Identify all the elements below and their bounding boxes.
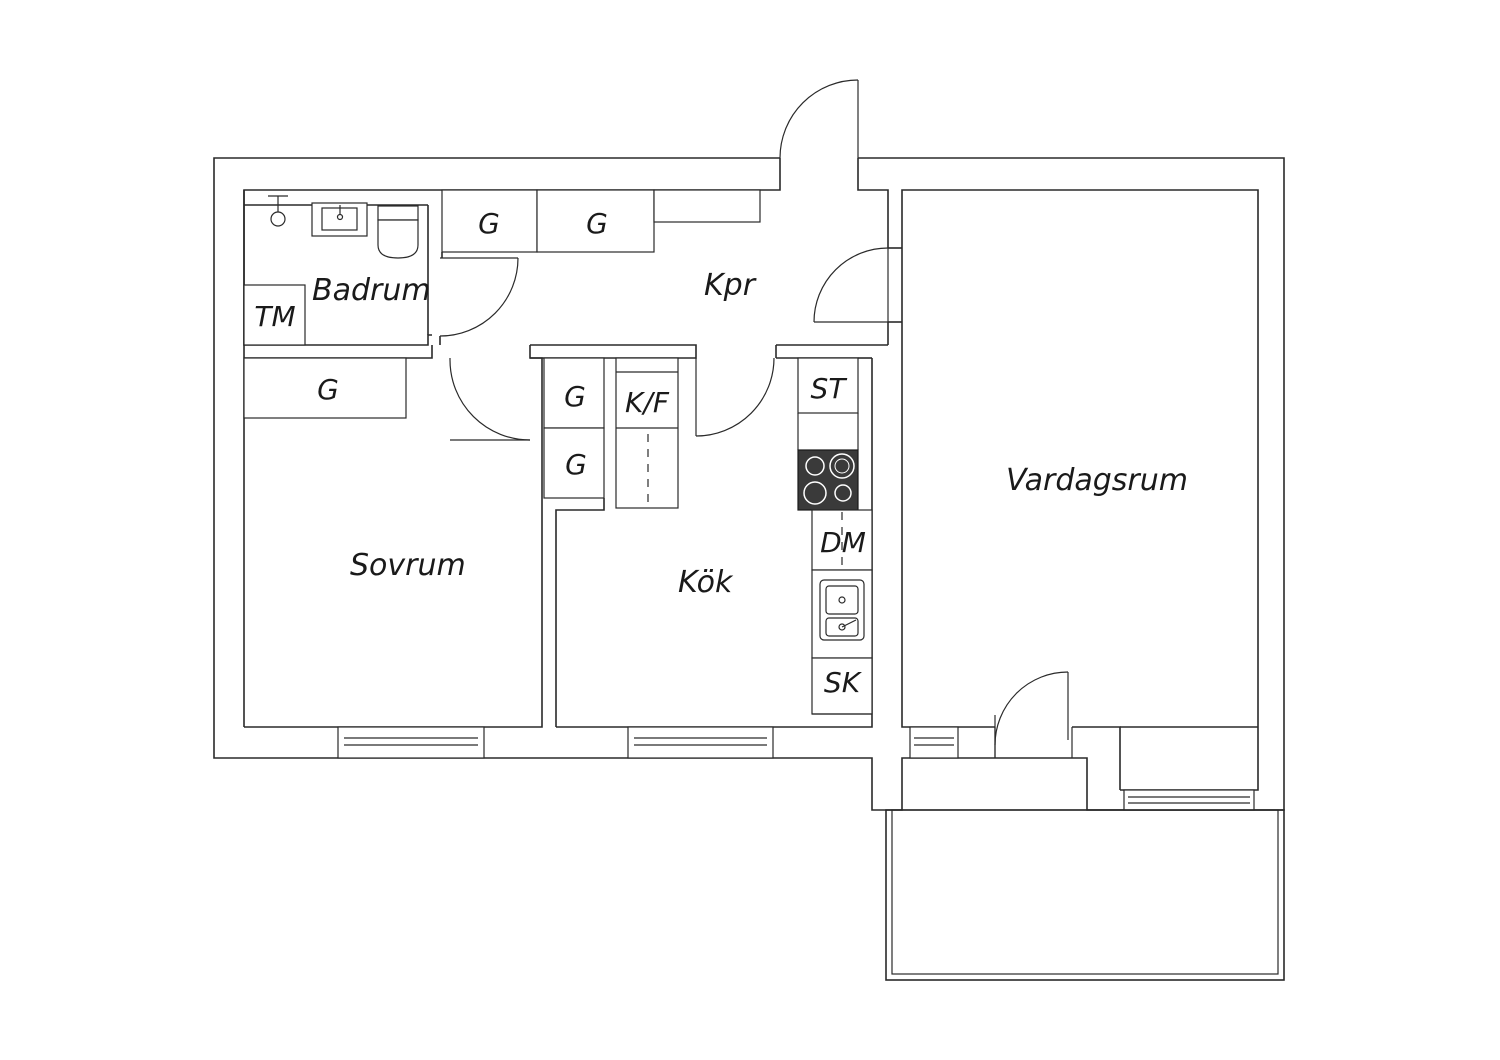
hall-cabinets [441, 189, 761, 258]
storage-label: ST [811, 372, 848, 405]
room-label-sovrum: Sovrum [350, 548, 466, 583]
room-label-kok: Kök [678, 565, 734, 600]
windows [337, 726, 1255, 811]
wardrobe-label: G [586, 207, 608, 240]
dishwasher-label: DM [820, 526, 866, 559]
room-label-vardagsrum: Vardagsrum [1006, 463, 1188, 498]
kitchen-walls [530, 344, 873, 728]
wardrobe-label: G [478, 207, 500, 240]
wardrobe-label: G [565, 448, 587, 481]
balcony [885, 809, 1285, 981]
cabinet-label: SK [824, 666, 863, 699]
wardrobe-label: G [317, 373, 339, 406]
washer-label: TM [254, 300, 295, 333]
bedroom-walls [243, 345, 543, 728]
bathroom-fixtures [243, 195, 419, 346]
entrance-door [779, 79, 859, 159]
living-door [776, 247, 902, 346]
room-label-badrum: Badrum [312, 273, 431, 308]
wardrobe-label: G [564, 380, 586, 413]
room-label-kpr: Kpr [704, 268, 757, 303]
washer-box [243, 284, 306, 346]
fridge-freezer-label: K/F [625, 386, 670, 419]
living-walls [901, 322, 1258, 790]
